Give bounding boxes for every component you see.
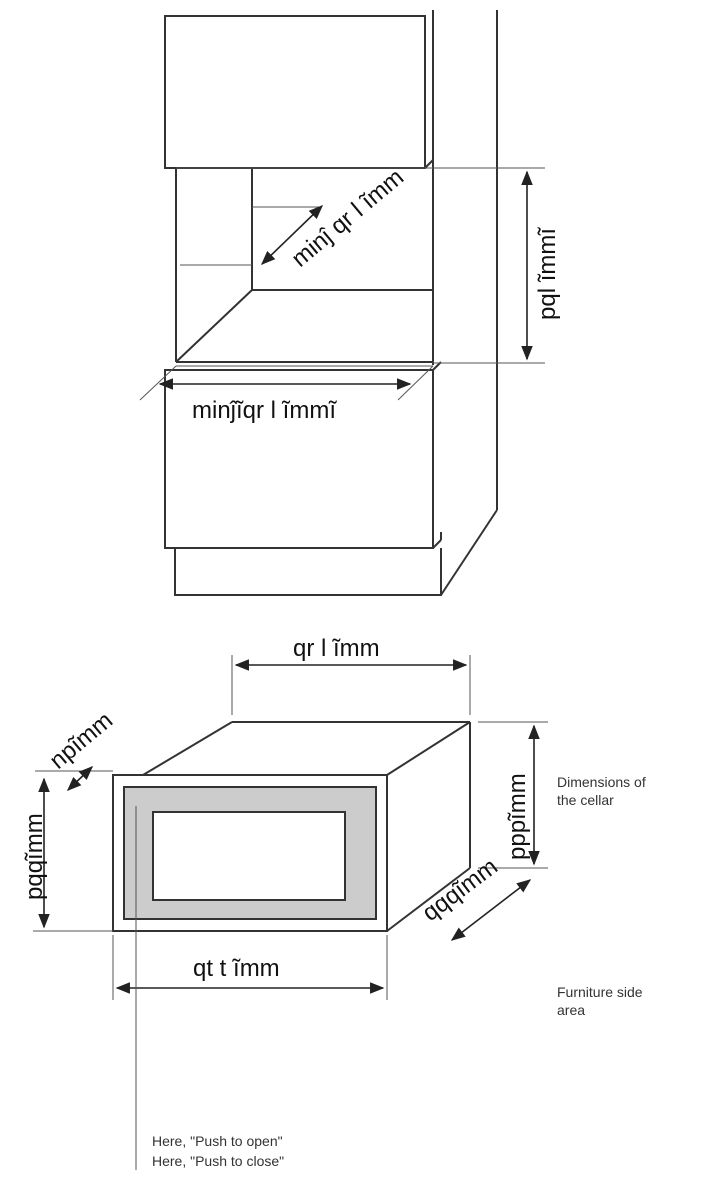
legend: Dimensions of the cellar Furniture side …: [152, 774, 646, 1169]
furniture-text-line1: Furniture side: [557, 984, 643, 1000]
front-height-label: pqqĩmm: [21, 813, 48, 900]
niche-height-label: pql ĩmmĩ: [534, 227, 561, 320]
body-height-label: pppĩmm: [504, 773, 531, 860]
bottom-width-label: qt t ĩmm: [193, 955, 280, 982]
niche-width-label: minĵĩqr l ĩmmĩ: [192, 397, 337, 424]
upper-cabinet: [164, 15, 426, 169]
niche-depth-dimension: [260, 204, 324, 266]
push-text-line1: Here, "Push to open": [152, 1133, 283, 1149]
body-depth-dimension: [450, 879, 532, 941]
appliance-front-frame: [112, 774, 388, 932]
furniture-text-line2: area: [557, 1002, 585, 1018]
niche-depth-label: minĵ qr l ĩmm: [287, 164, 410, 273]
appliance-drawing: qr l ĩmm npĩmm pqqĩmm pppĩmm qqqĩmm qt t…: [21, 635, 548, 1170]
cabinet-drawing: minĵ qr l ĩmm pql ĩmmĩ minĵĩqr l ĩmmĩ: [139, 10, 561, 596]
body-depth-label: qqqĩmm: [417, 853, 502, 927]
dimensions-text-line1: Dimensions of: [557, 774, 646, 790]
front-offset-label: npĩmm: [45, 707, 119, 775]
front-offset-dimension: [66, 766, 94, 791]
top-width-label: qr l ĩmm: [293, 635, 380, 662]
push-text-line2: Here, "Push to close": [152, 1153, 284, 1169]
dimensions-text-line2: the cellar: [557, 792, 614, 808]
door-window: [152, 811, 346, 901]
